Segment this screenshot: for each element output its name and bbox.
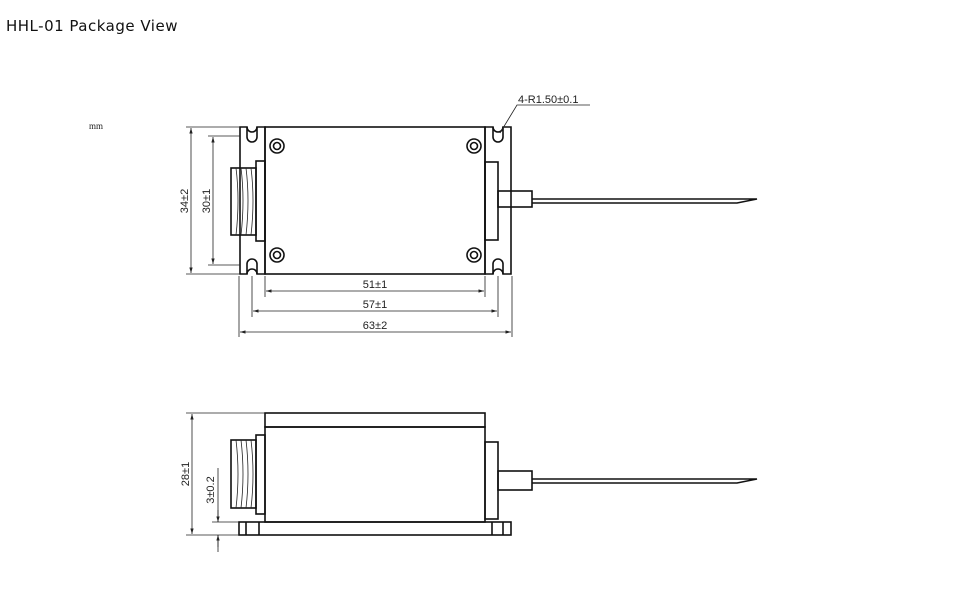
width-body-dim: 51±1	[363, 279, 387, 291]
page-title: HHL-01 Package View	[6, 17, 178, 35]
flange-outline	[239, 126, 266, 275]
side-view: 28±1 3±0.2	[180, 412, 758, 552]
left-plate	[255, 160, 266, 242]
side-threaded-connector	[230, 439, 257, 509]
height-outer-dim: 34±2	[179, 189, 191, 213]
radius-note: 4-R1.50±0.1	[518, 94, 578, 106]
fiber-boot	[497, 190, 533, 208]
top-cover	[264, 412, 486, 428]
right-plate	[484, 161, 499, 241]
side-fiber	[532, 478, 758, 484]
base-plate	[238, 521, 512, 536]
width-holes-dim: 57±1	[363, 299, 387, 311]
side-right-plate	[484, 441, 499, 520]
side-fiber-boot	[497, 470, 533, 491]
height-dim: 28±1	[180, 462, 192, 486]
width-outer-dim: 63±2	[363, 320, 387, 332]
main-body	[264, 126, 486, 275]
base-thickness-dim: 3±0.2	[205, 476, 217, 503]
mounting-holes	[269, 138, 482, 263]
unit-label: mm	[89, 121, 104, 131]
side-left-plate	[255, 434, 266, 515]
top-view: 4-R1.50±0.1 34±2 30±1 51±1 57±1 63±2	[179, 94, 758, 337]
flange-outline-right	[484, 126, 512, 275]
side-body	[264, 426, 486, 523]
threaded-connector	[230, 167, 257, 236]
height-inner-dim: 30±1	[201, 189, 213, 213]
fiber	[532, 198, 758, 204]
